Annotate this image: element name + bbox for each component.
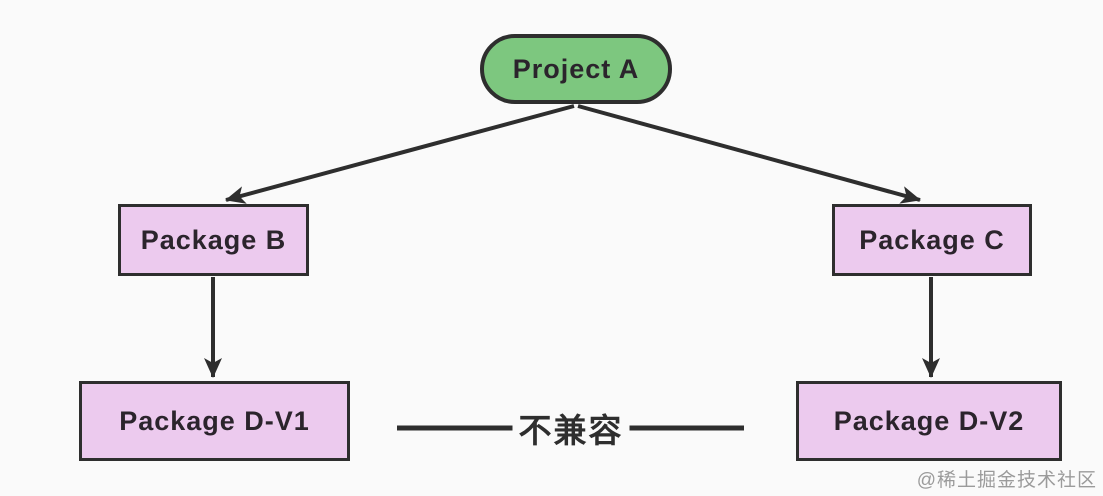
watermark: @稀土掘金技术社区 bbox=[916, 470, 1097, 491]
node-package-b-label: Package B bbox=[140, 224, 287, 255]
node-package-b: Package B bbox=[118, 204, 309, 276]
edge-project-a-to-package-c bbox=[577, 104, 921, 204]
node-package-c: Package C bbox=[832, 204, 1032, 276]
node-package-c-label: Package C bbox=[859, 224, 1005, 255]
node-project-a: Project A bbox=[480, 34, 672, 104]
node-package-d-v2-label: Package D-V2 bbox=[833, 405, 1025, 436]
node-project-a-label: Project A bbox=[512, 53, 640, 84]
edge-project-a-to-package-b bbox=[225, 104, 575, 204]
node-package-d-v1-label: Package D-V1 bbox=[119, 405, 310, 436]
node-package-d-v2: Package D-V2 bbox=[796, 381, 1062, 461]
node-package-d-v1: Package D-V1 bbox=[79, 381, 350, 461]
edge-label-incompatible: 不兼容 bbox=[512, 404, 630, 452]
